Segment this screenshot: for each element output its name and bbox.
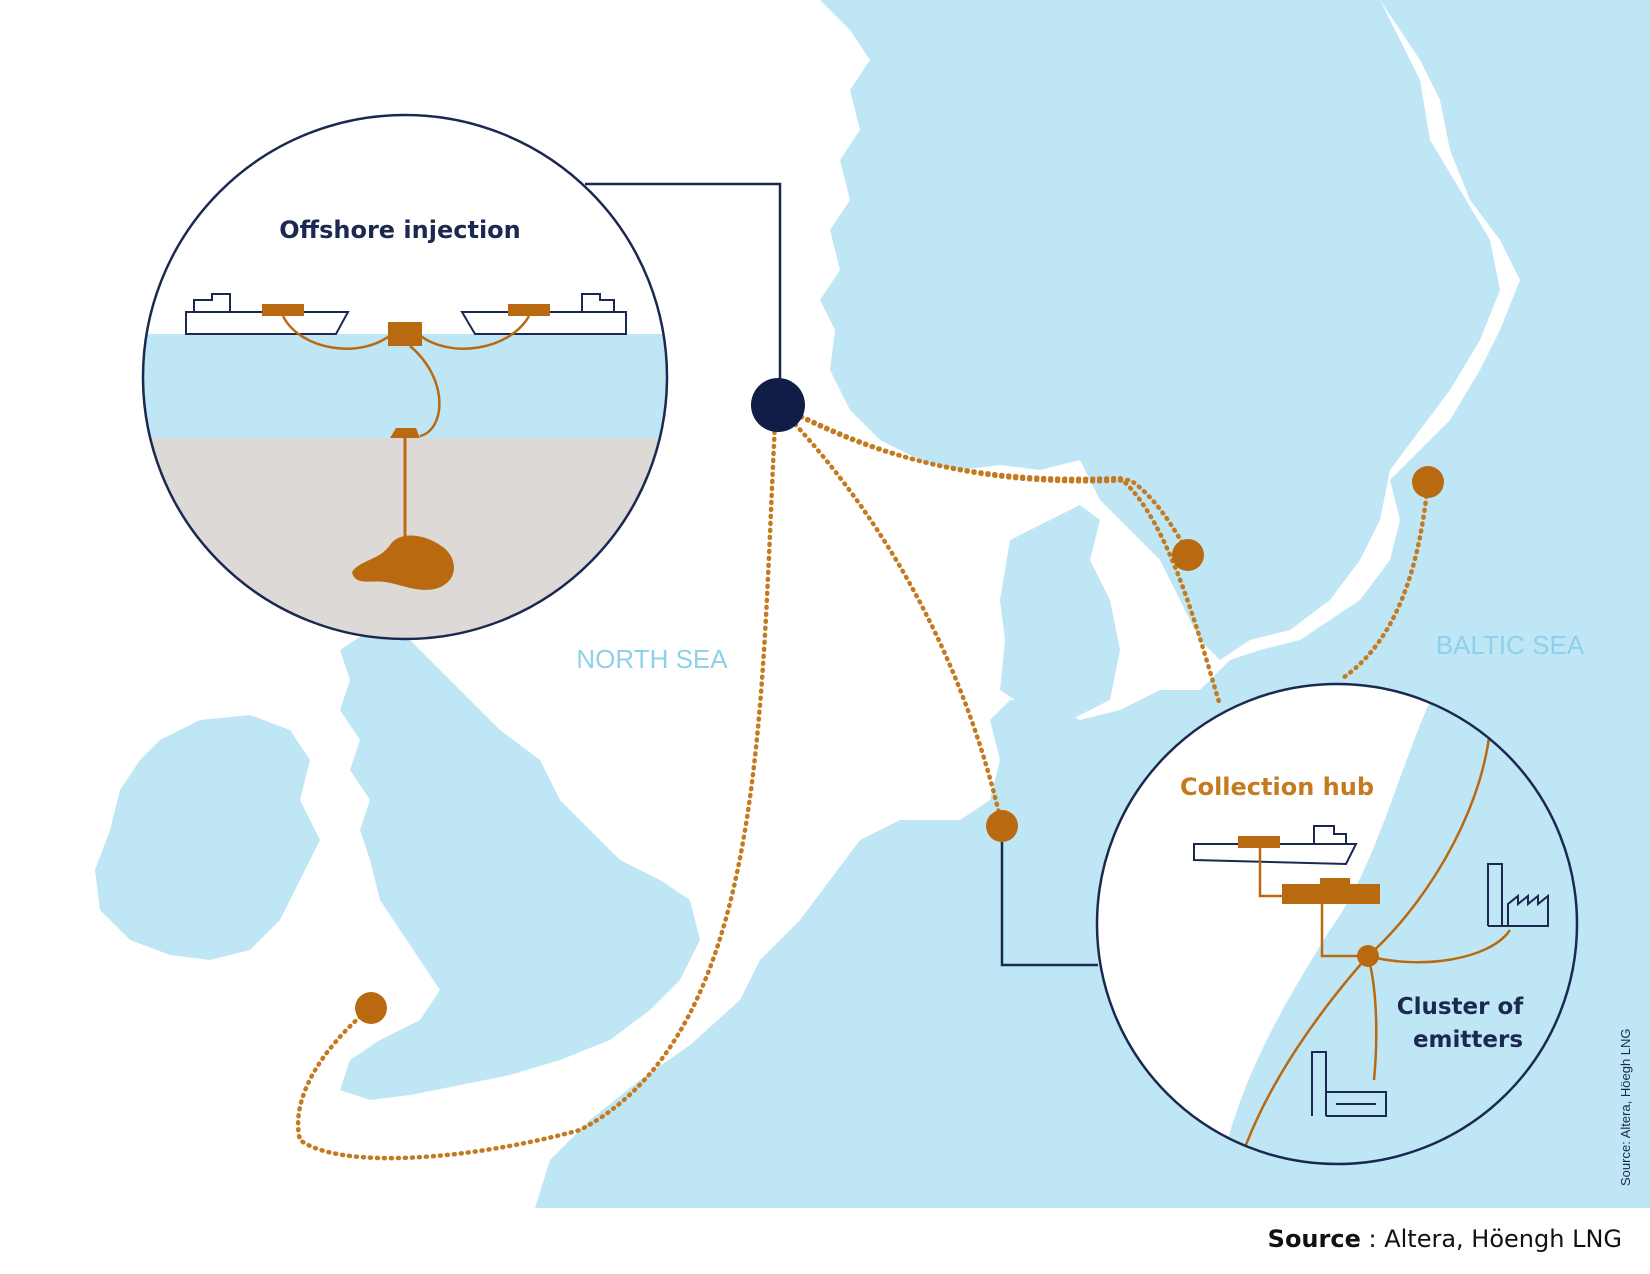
source-label: Source	[1267, 1225, 1361, 1253]
offshore-injection-title: Offshore injection	[279, 216, 521, 244]
hub-ship	[1193, 825, 1358, 866]
route-to-germany	[773, 401, 1005, 829]
hub-sea	[1220, 684, 1577, 1164]
factory-icon-left	[1311, 1051, 1387, 1117]
factory-icon-right	[1487, 863, 1549, 927]
sea-layer	[143, 334, 667, 440]
cluster-label-line1: Cluster of	[1397, 994, 1525, 1020]
great-britain-land	[340, 630, 700, 1100]
hub-inset-border	[1095, 682, 1579, 1166]
ireland-land	[95, 715, 320, 960]
node-germany	[986, 810, 1018, 842]
connector-injection	[585, 182, 782, 380]
ship-left	[185, 293, 350, 335]
node-west-sweden	[1172, 539, 1204, 571]
baltic-sea-label: BALTIC SEA	[1436, 630, 1585, 660]
gotland-island	[1490, 460, 1520, 540]
connector-lines	[585, 182, 1098, 967]
denmark-land	[1000, 505, 1120, 720]
collection-hub-title: Collection hub	[1180, 773, 1374, 801]
collection-hub-inset: Collection hub Cluster of emitters	[1095, 682, 1579, 1166]
scandinavia-land	[820, 0, 1500, 660]
injection-equipment	[262, 304, 550, 590]
ship-right	[460, 293, 627, 335]
route-to-skagerrak	[773, 401, 1223, 708]
route-to-wales	[295, 401, 779, 1161]
cluster-label-line2: emitters	[1413, 1027, 1523, 1053]
vertical-source-caption: Source: Altera, Höegh LNG	[1618, 1028, 1633, 1186]
node-wales	[355, 992, 387, 1024]
injection-site-node	[751, 378, 805, 432]
offshore-injection-inset: Offshore injection	[141, 113, 669, 641]
source-text: : Altera, Höengh LNG	[1360, 1225, 1622, 1253]
inset-border	[141, 113, 669, 641]
node-east-sweden	[1412, 466, 1444, 498]
emitter-nodes	[355, 466, 1444, 1024]
hub-junction	[1357, 945, 1379, 967]
source-footer: Source : Altera, Höengh LNG	[1268, 1225, 1622, 1253]
shipping-routes	[295, 401, 1431, 1161]
north-sea-label: NORTH SEA	[576, 644, 728, 674]
co2-reservoir	[352, 535, 454, 590]
route-to-baltic	[1337, 479, 1431, 683]
hub-equipment	[1238, 836, 1380, 967]
connector-hub	[1000, 826, 1098, 967]
english-channel	[500, 960, 760, 1208]
